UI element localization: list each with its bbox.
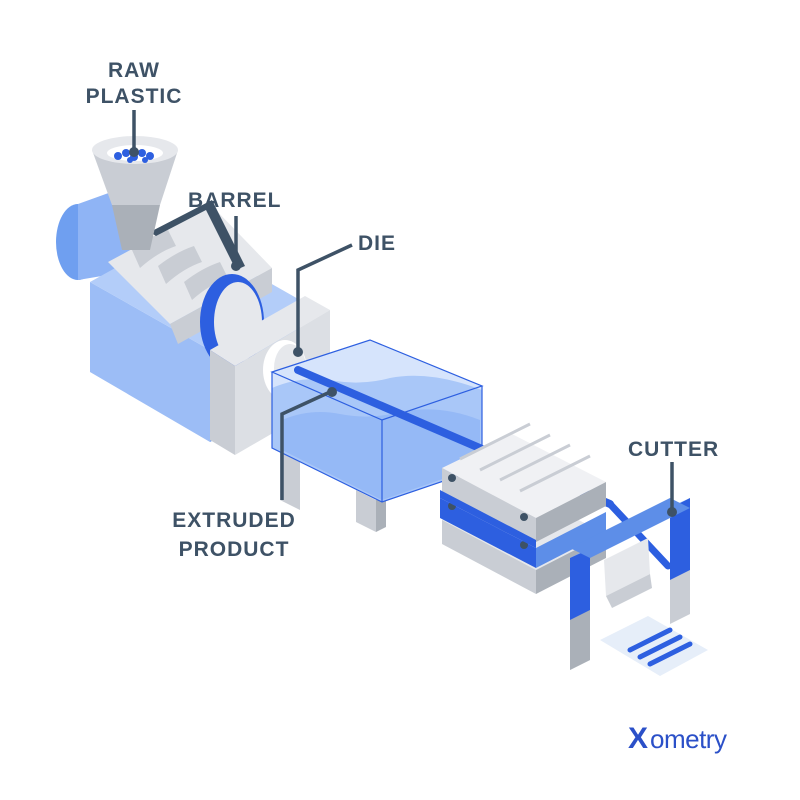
leader-barrel [231, 216, 241, 271]
leader-die [293, 243, 353, 357]
raw-plastic-pellets [114, 149, 154, 163]
xometry-logo: X ometry [628, 722, 727, 755]
puller [440, 422, 606, 594]
hopper [92, 136, 178, 250]
logo-x-mark: X [628, 722, 648, 755]
label-extruded-product-line2: PRODUCT [179, 538, 290, 561]
label-barrel: BARREL [188, 189, 282, 212]
label-extruded-product-line1: EXTRUDED [172, 509, 296, 532]
cutter [570, 498, 690, 670]
leader-extruded-product [280, 387, 337, 500]
leader-raw-plastic [129, 110, 139, 157]
label-die: DIE [358, 232, 396, 255]
leader-cutter [667, 462, 677, 517]
label-raw-plastic-line2: PLASTIC [86, 85, 183, 108]
label-cutter: CUTTER [628, 438, 719, 461]
cut-pieces [600, 616, 708, 676]
logo-wordmark: ometry [650, 724, 727, 754]
label-raw-plastic-line1: RAW [108, 59, 160, 82]
